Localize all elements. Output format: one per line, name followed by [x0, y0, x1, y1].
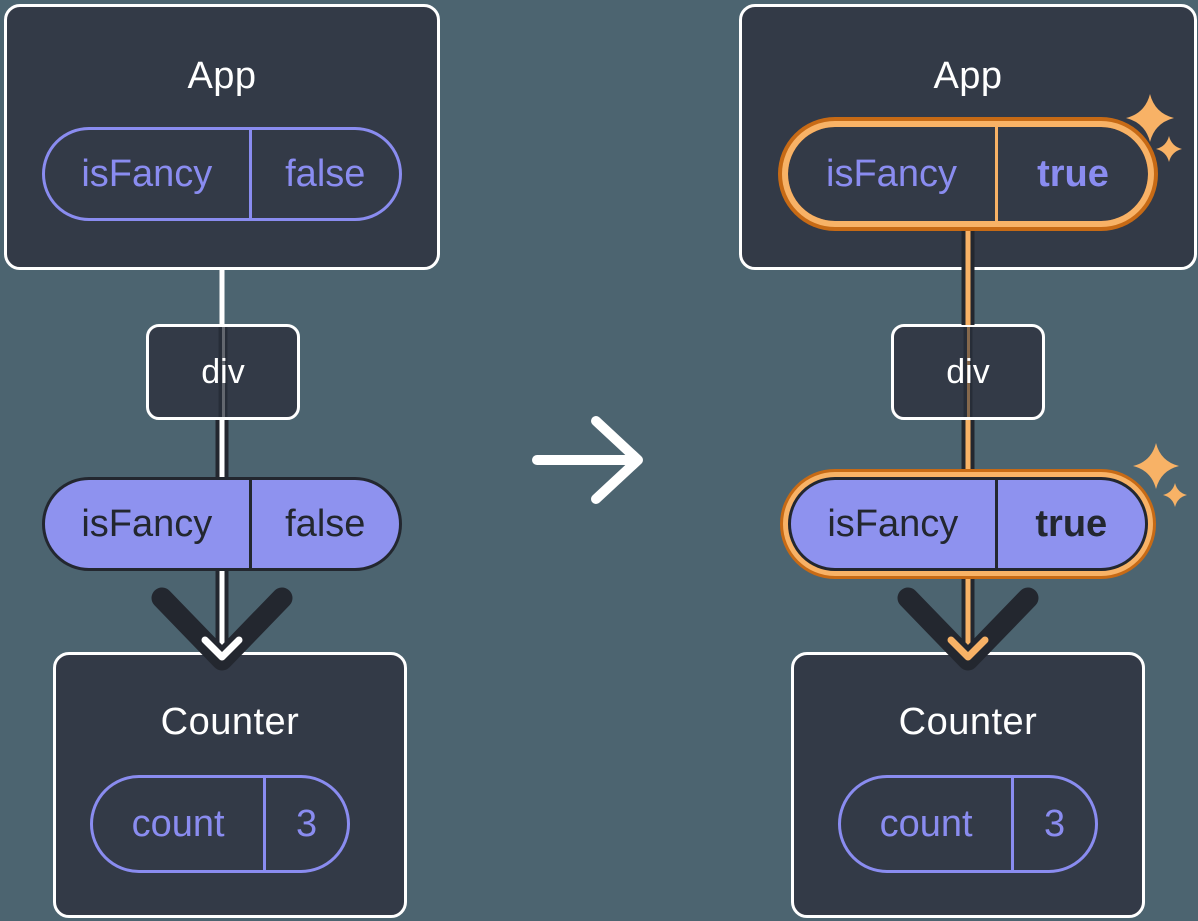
- transition-arrow-icon: [532, 416, 643, 504]
- prop-value: true: [1037, 153, 1109, 195]
- after-counter-state-pill: count 3: [838, 775, 1098, 873]
- state-value: 3: [296, 803, 318, 845]
- after-app-prop-pill-highlighted: isFancy true: [788, 127, 1148, 221]
- before-arrowhead-icon: [151, 587, 293, 671]
- after-counter-title: Counter: [898, 701, 1038, 743]
- prop-name: isFancy: [45, 130, 252, 218]
- pipe-through-div: [963, 327, 973, 417]
- pipe-core: [221, 327, 225, 417]
- after-div-label: div: [946, 352, 990, 391]
- after-div-box: div: [891, 324, 1045, 420]
- pipe-through-div: [218, 327, 228, 417]
- prop-name: isFancy: [791, 480, 998, 568]
- prop-name: isFancy: [45, 480, 252, 568]
- prop-value: false: [285, 153, 366, 195]
- before-passed-prop-pill: isFancy false: [42, 477, 402, 571]
- before-counter-state-pill: count 3: [90, 775, 350, 873]
- after-app-box: App: [739, 4, 1197, 270]
- before-app-title: App: [187, 55, 257, 97]
- after-arrowhead-icon: [897, 587, 1039, 671]
- pipe-core: [966, 327, 970, 417]
- before-counter-title: Counter: [160, 701, 300, 743]
- before-div-label: div: [201, 352, 245, 391]
- prop-value: false: [285, 503, 366, 545]
- prop-value: true: [1035, 503, 1108, 545]
- before-div-box: div: [146, 324, 300, 420]
- before-app-prop-pill: isFancy false: [42, 127, 402, 221]
- state-name: count: [841, 778, 1015, 870]
- state-value: 3: [1044, 803, 1066, 845]
- after-app-title: App: [933, 55, 1003, 97]
- state-name: count: [93, 778, 267, 870]
- after-passed-prop-pill-highlighted: isFancy true: [788, 477, 1148, 571]
- after-counter-box: Counter: [791, 652, 1145, 918]
- prop-name: isFancy: [788, 127, 998, 221]
